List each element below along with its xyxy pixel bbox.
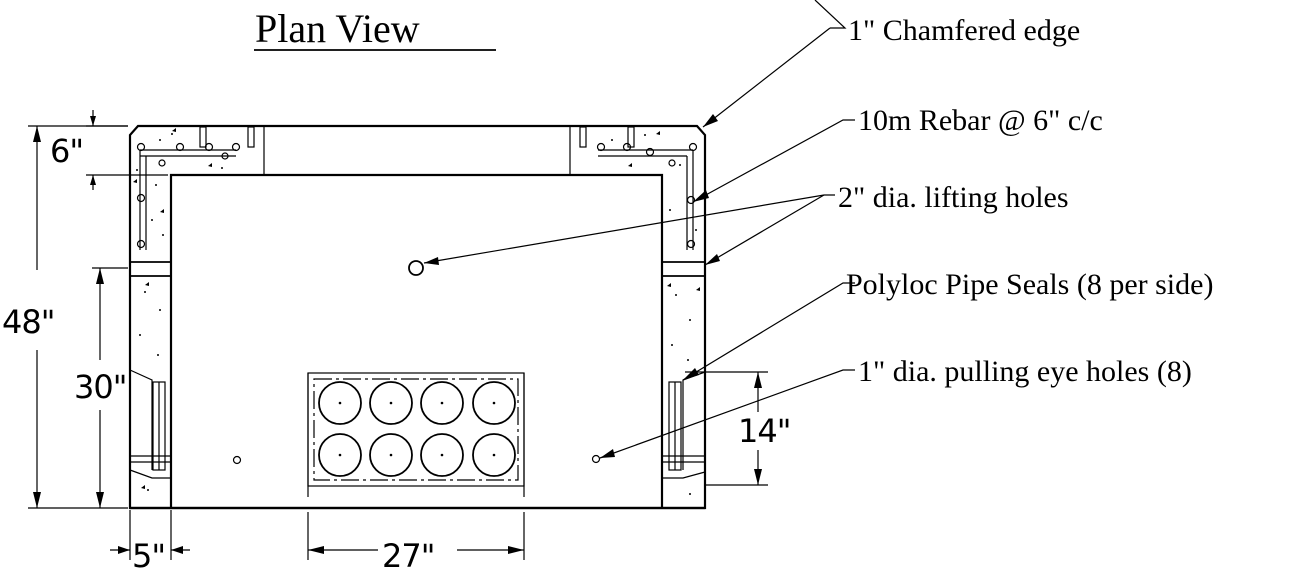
pulling-eye-hole [591, 454, 601, 464]
dim-wall-side [110, 510, 190, 560]
pipe-seal [369, 381, 413, 425]
pipe-seal [318, 381, 362, 425]
pipe-seal-group [307, 372, 525, 497]
drawing-title: Plan View [255, 6, 420, 51]
lifting-hole [408, 260, 424, 276]
leader-lines [423, 0, 855, 459]
dim-opening-height [92, 267, 128, 508]
dim-seal-height [685, 371, 768, 486]
pipe-seal [472, 381, 516, 425]
dim-label-opening-height: 30" [74, 368, 126, 406]
dim-label-wall-side: 5" [132, 537, 165, 570]
pulling-eye-hole [232, 455, 242, 465]
dim-wall-top [86, 110, 168, 190]
pipe-seal [472, 433, 516, 477]
pipe-seals [318, 381, 516, 477]
callout-pipe-seals: Polyloc Pipe Seals (8 per side) [846, 268, 1213, 301]
concrete-hatch [133, 128, 700, 495]
callout-rebar: 10m Rebar @ 6" c/c [858, 104, 1103, 137]
left-wall-detail [129, 261, 171, 479]
pipe-seal [420, 433, 464, 477]
dim-seal-width [307, 512, 525, 560]
dim-label-overall-height: 48" [2, 303, 54, 341]
callout-lifting-holes: 2" dia. lifting holes [838, 181, 1069, 214]
callout-pulling-eye-holes: 1" dia. pulling eye holes (8) [858, 355, 1192, 388]
dim-label-seal-width: 27" [382, 537, 434, 570]
callout-chamfered-edge: 1" Chamfered edge [848, 14, 1080, 47]
pipe-seal [318, 433, 362, 477]
box-outline [128, 124, 707, 510]
rebar-right [596, 142, 698, 250]
pipe-seal [420, 381, 464, 425]
dim-label-seal-height: 14" [738, 412, 790, 450]
top-wall-slots [199, 126, 635, 175]
rebar-left [136, 142, 241, 250]
pipe-seal [369, 433, 413, 477]
dim-label-wall-top: 6" [50, 132, 83, 170]
